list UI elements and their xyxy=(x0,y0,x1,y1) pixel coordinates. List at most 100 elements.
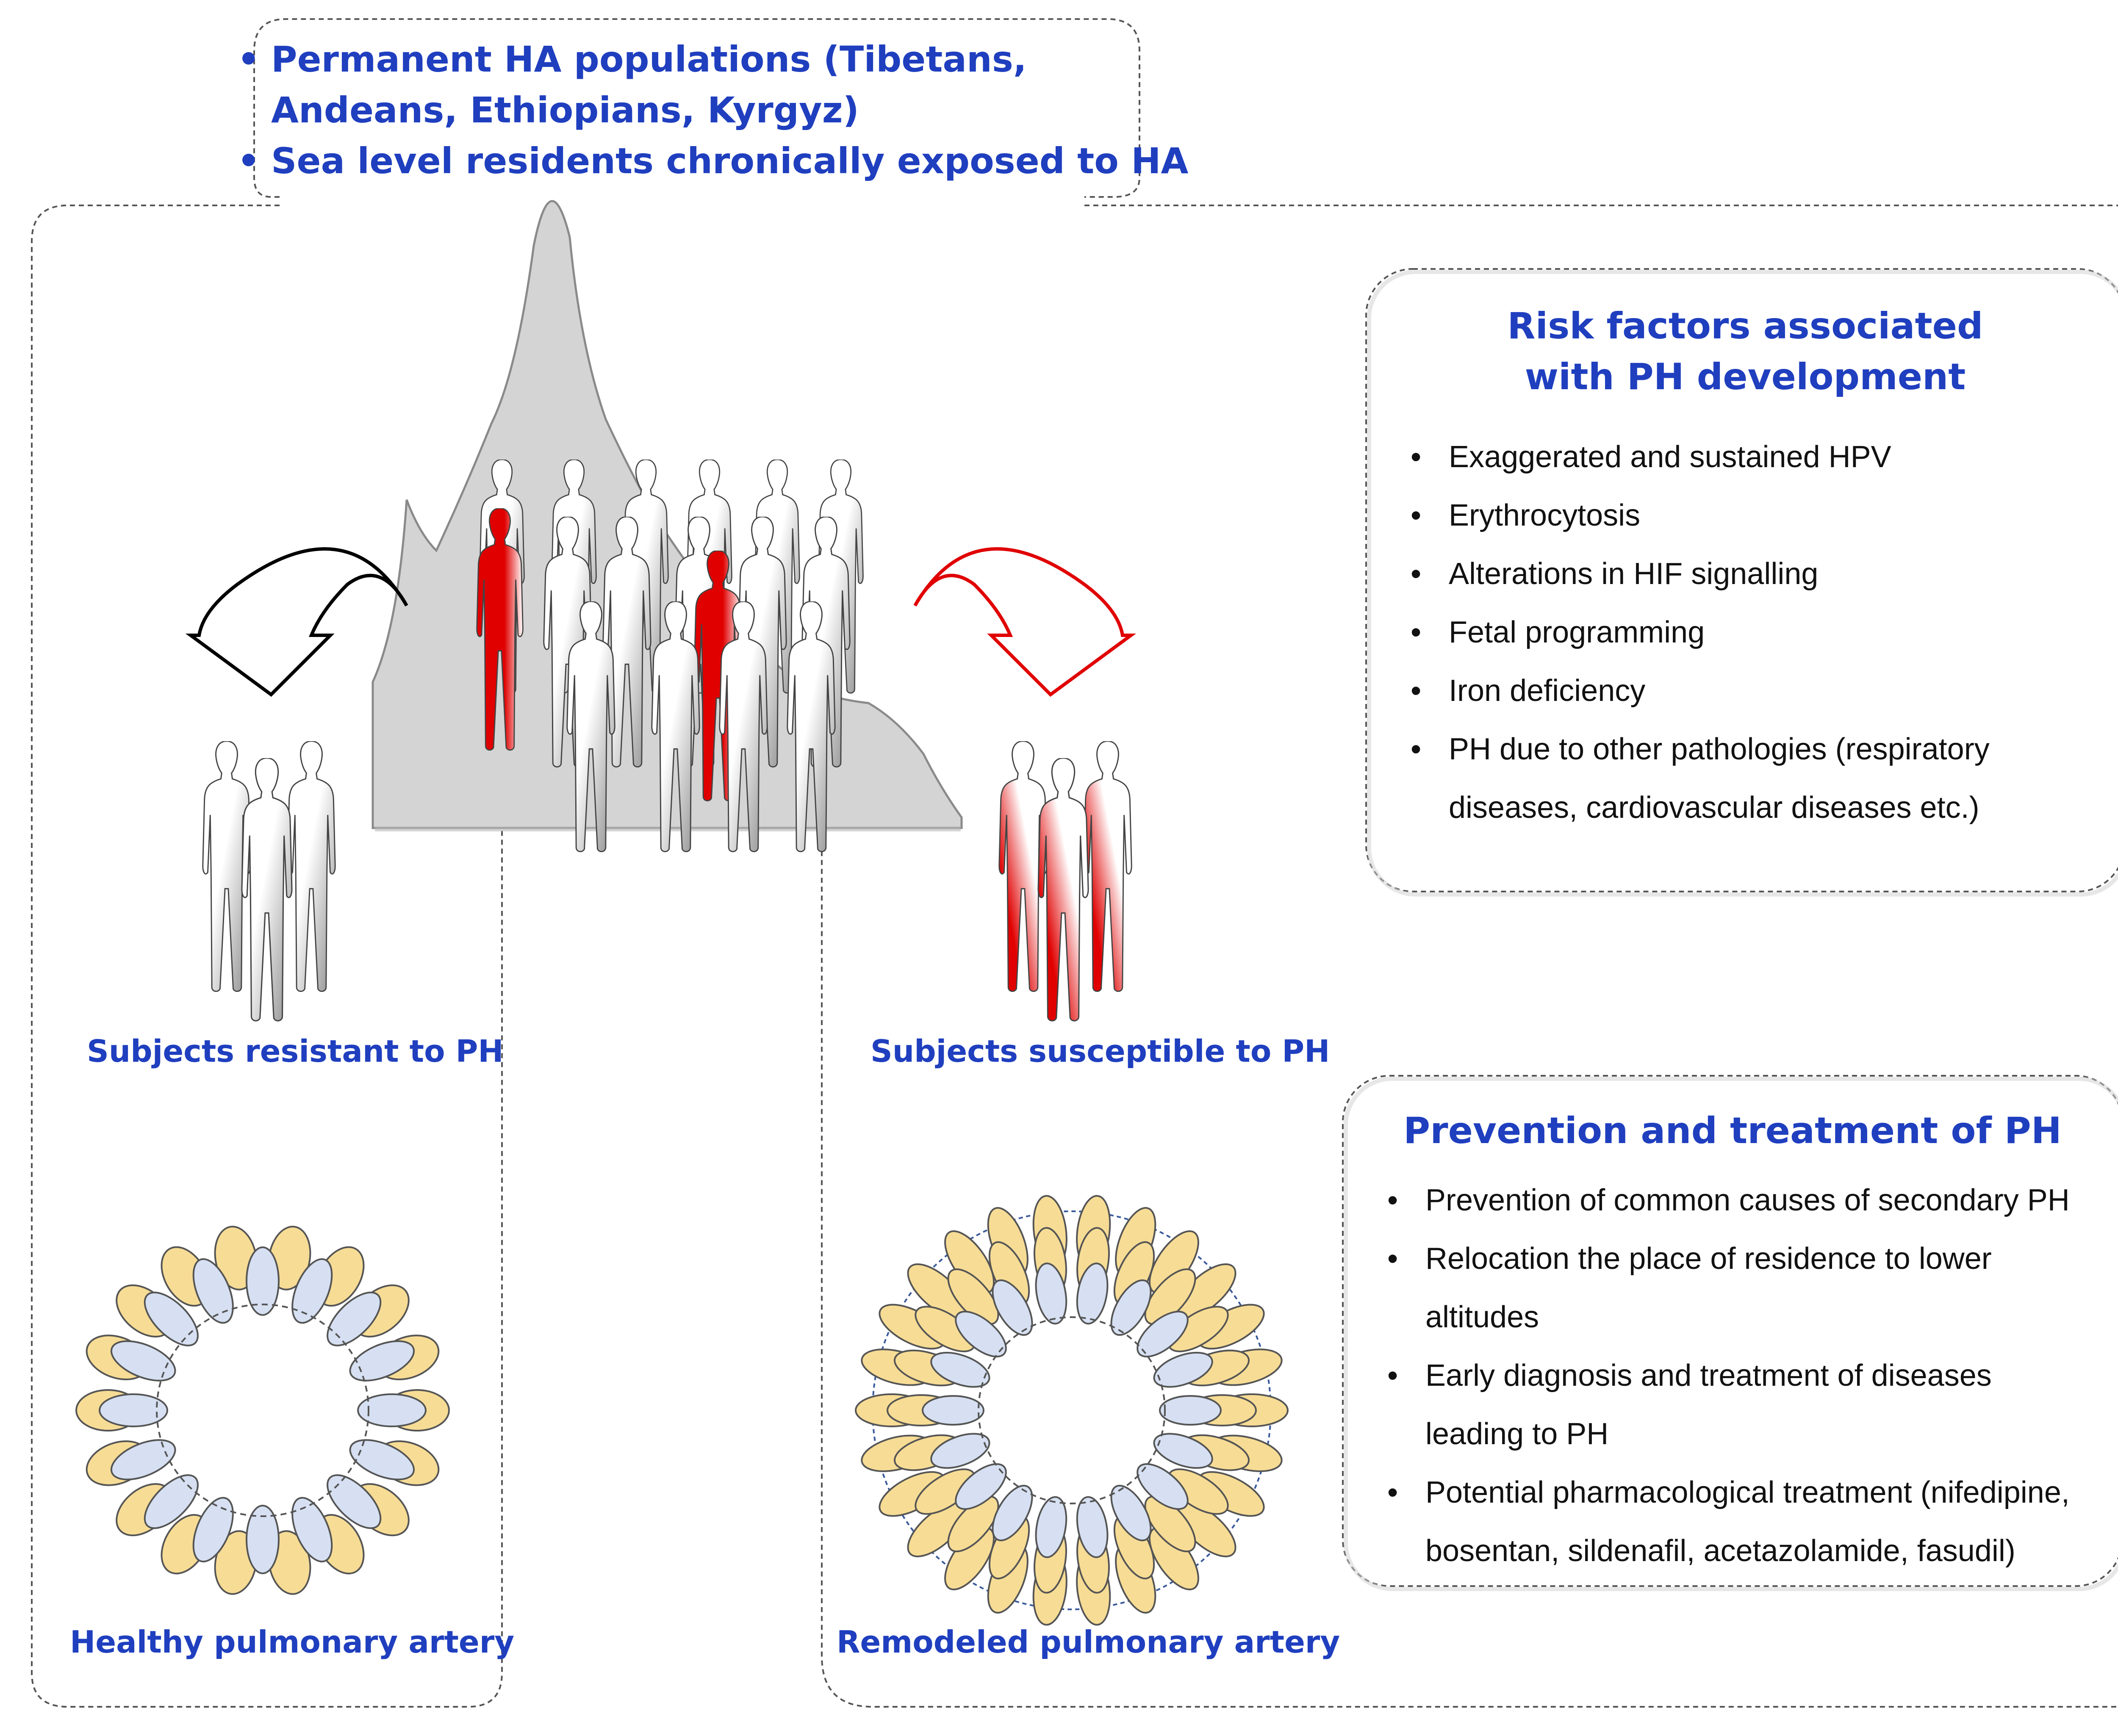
label-healthy-artery: Healthy pulmonary artery xyxy=(70,1624,515,1660)
endothelial-cell xyxy=(192,1258,234,1324)
endothelial-cell xyxy=(1137,1310,1189,1358)
endothelial-cell xyxy=(992,1484,1033,1542)
endothelial-cell xyxy=(1076,1263,1109,1325)
resistant-subjects-group xyxy=(203,741,335,1021)
risk-factor-item: •Alterations in HIF signalling xyxy=(1411,545,2114,603)
risk-factor-item-continued: diseases, cardiovascular diseases etc.) xyxy=(1449,791,1979,825)
population-item-2: • Sea level residents chronically expose… xyxy=(237,136,1189,186)
endothelial-cell xyxy=(1137,1463,1189,1510)
endothelial-cell xyxy=(144,1474,199,1529)
endothelial-cell xyxy=(246,1246,280,1316)
internal-lamina xyxy=(978,1316,1166,1504)
label-susceptible: Subjects susceptible to PH xyxy=(870,1033,1330,1069)
endothelial-cell xyxy=(144,1291,199,1346)
bullet-icon: • xyxy=(1411,440,1422,474)
prevention-item: •Relocation the place of residence to lo… xyxy=(1387,1229,2118,1288)
right-panel-frame xyxy=(821,205,2118,1708)
endothelial-cell xyxy=(922,1395,984,1426)
endothelial-cell xyxy=(1159,1395,1222,1426)
endothelial-cell xyxy=(349,1340,415,1382)
endothelial-cell xyxy=(291,1497,333,1563)
risk-factor-item: •Erythrocytosis xyxy=(1411,486,2114,545)
endothelial-cell xyxy=(955,1463,1007,1510)
person-icon xyxy=(1038,758,1088,1021)
endothelial-cell xyxy=(110,1439,176,1481)
prevention-box-shadow xyxy=(1344,1077,2118,1591)
bullet-icon: • xyxy=(237,140,260,182)
internal-lamina xyxy=(156,1304,369,1517)
population-item-2-text: Sea level residents chronically exposed … xyxy=(271,140,1189,182)
top-bubble-frame xyxy=(253,18,1140,198)
endothelial-cell xyxy=(110,1340,176,1382)
population-list: • Permanent HA populations (Tibetans, An… xyxy=(237,34,1189,186)
bullet-icon: • xyxy=(1411,674,1422,708)
smooth-muscle-cell xyxy=(947,1268,999,1325)
risk-factor-item: •Exaggerated and sustained HPV xyxy=(1411,428,2114,486)
prevention-item: •Potential pharmacological treatment (ni… xyxy=(1387,1463,2118,1522)
endothelial-cell xyxy=(955,1310,1007,1358)
smooth-muscle-cell xyxy=(1144,1268,1196,1325)
endothelial-cell xyxy=(246,1505,280,1574)
population-item-1: • Permanent HA populations (Tibetans, An… xyxy=(237,34,1189,136)
prevention-title: Prevention and treatment of PH xyxy=(1403,1110,2062,1152)
dashed-frames xyxy=(31,18,2118,1708)
risk-factors-title-line-2: with PH development xyxy=(1525,356,1966,398)
prevention-item-continued: altitudes xyxy=(1425,1300,1539,1334)
endothelial-cell xyxy=(1076,1496,1109,1558)
endothelial-cell xyxy=(327,1474,382,1529)
population-item-1-line-2: Andeans, Ethiopians, Kyrgyz) xyxy=(271,89,859,131)
bullet-icon: • xyxy=(1387,1183,1398,1217)
prevention-box-frame xyxy=(1342,1075,2118,1587)
endothelial-cell xyxy=(1110,1484,1152,1542)
left-panel-frame xyxy=(31,205,503,1708)
prevention-item: •Prevention of common causes of secondar… xyxy=(1387,1171,2118,1229)
bullet-icon: • xyxy=(1411,557,1422,591)
bullet-icon: • xyxy=(1387,1476,1398,1509)
endothelial-cell xyxy=(192,1497,234,1563)
prevention-item-continued: bosentan, sildenafil, acetazolamide, fas… xyxy=(1425,1534,2015,1568)
smooth-muscle-cell xyxy=(947,1495,999,1553)
prevention-item: •Early diagnosis and treatment of diseas… xyxy=(1387,1346,2118,1405)
bullet-icon: • xyxy=(237,39,260,80)
curved-arrow-right-icon xyxy=(913,547,1137,697)
endothelial-cell xyxy=(1153,1351,1213,1388)
endothelial-cell xyxy=(327,1291,382,1346)
bullet-icon: • xyxy=(1411,498,1422,532)
bullet-icon: • xyxy=(1387,1359,1398,1393)
endothelial-cell xyxy=(1035,1496,1067,1558)
endothelial-cell xyxy=(357,1393,427,1427)
risk-factor-item: •PH due to other pathologies (respirator… xyxy=(1411,720,2114,778)
endothelial-cell xyxy=(992,1279,1033,1336)
risk-box-frame xyxy=(1365,268,2118,892)
person-icon xyxy=(1084,741,1131,991)
prevention-list: •Prevention of common causes of secondar… xyxy=(1387,1171,2118,1580)
endothelial-cell xyxy=(930,1351,990,1388)
remodeled-artery-icon xyxy=(855,1195,1289,1626)
endothelial-cell xyxy=(1035,1263,1067,1325)
susceptible-subjects-group xyxy=(999,741,1131,1021)
risk-factor-item: •Fetal programming xyxy=(1411,603,2114,662)
endothelial-cell xyxy=(291,1258,333,1324)
label-remodeled-artery: Remodeled pulmonary artery xyxy=(837,1624,1340,1660)
person-icon xyxy=(288,741,335,991)
bullet-icon: • xyxy=(1411,615,1422,649)
endothelial-cell xyxy=(349,1439,415,1481)
bullet-icon: • xyxy=(1387,1242,1398,1276)
prevention-item-continued: leading to PH xyxy=(1425,1417,1609,1451)
endothelial-cell xyxy=(1153,1433,1213,1469)
healthy-artery-icon xyxy=(75,1226,450,1595)
risk-factor-item: •Iron deficiency xyxy=(1411,662,2114,720)
bullet-icon: • xyxy=(1411,732,1422,766)
risk-factors-list: •Exaggerated and sustained HPV •Erythroc… xyxy=(1411,428,2114,837)
endothelial-cell xyxy=(99,1393,168,1427)
risk-factors-title-line-1: Risk factors associated xyxy=(1507,305,1983,347)
curved-arrow-left-icon xyxy=(185,547,408,697)
label-resistant: Subjects resistant to PH xyxy=(87,1033,504,1069)
endothelial-cell xyxy=(1110,1279,1152,1336)
person-icon xyxy=(242,758,292,1021)
endothelial-cell xyxy=(930,1433,990,1469)
risk-box-shadow xyxy=(1367,270,2118,897)
population-item-1-line-1: Permanent HA populations (Tibetans, xyxy=(271,39,1027,80)
